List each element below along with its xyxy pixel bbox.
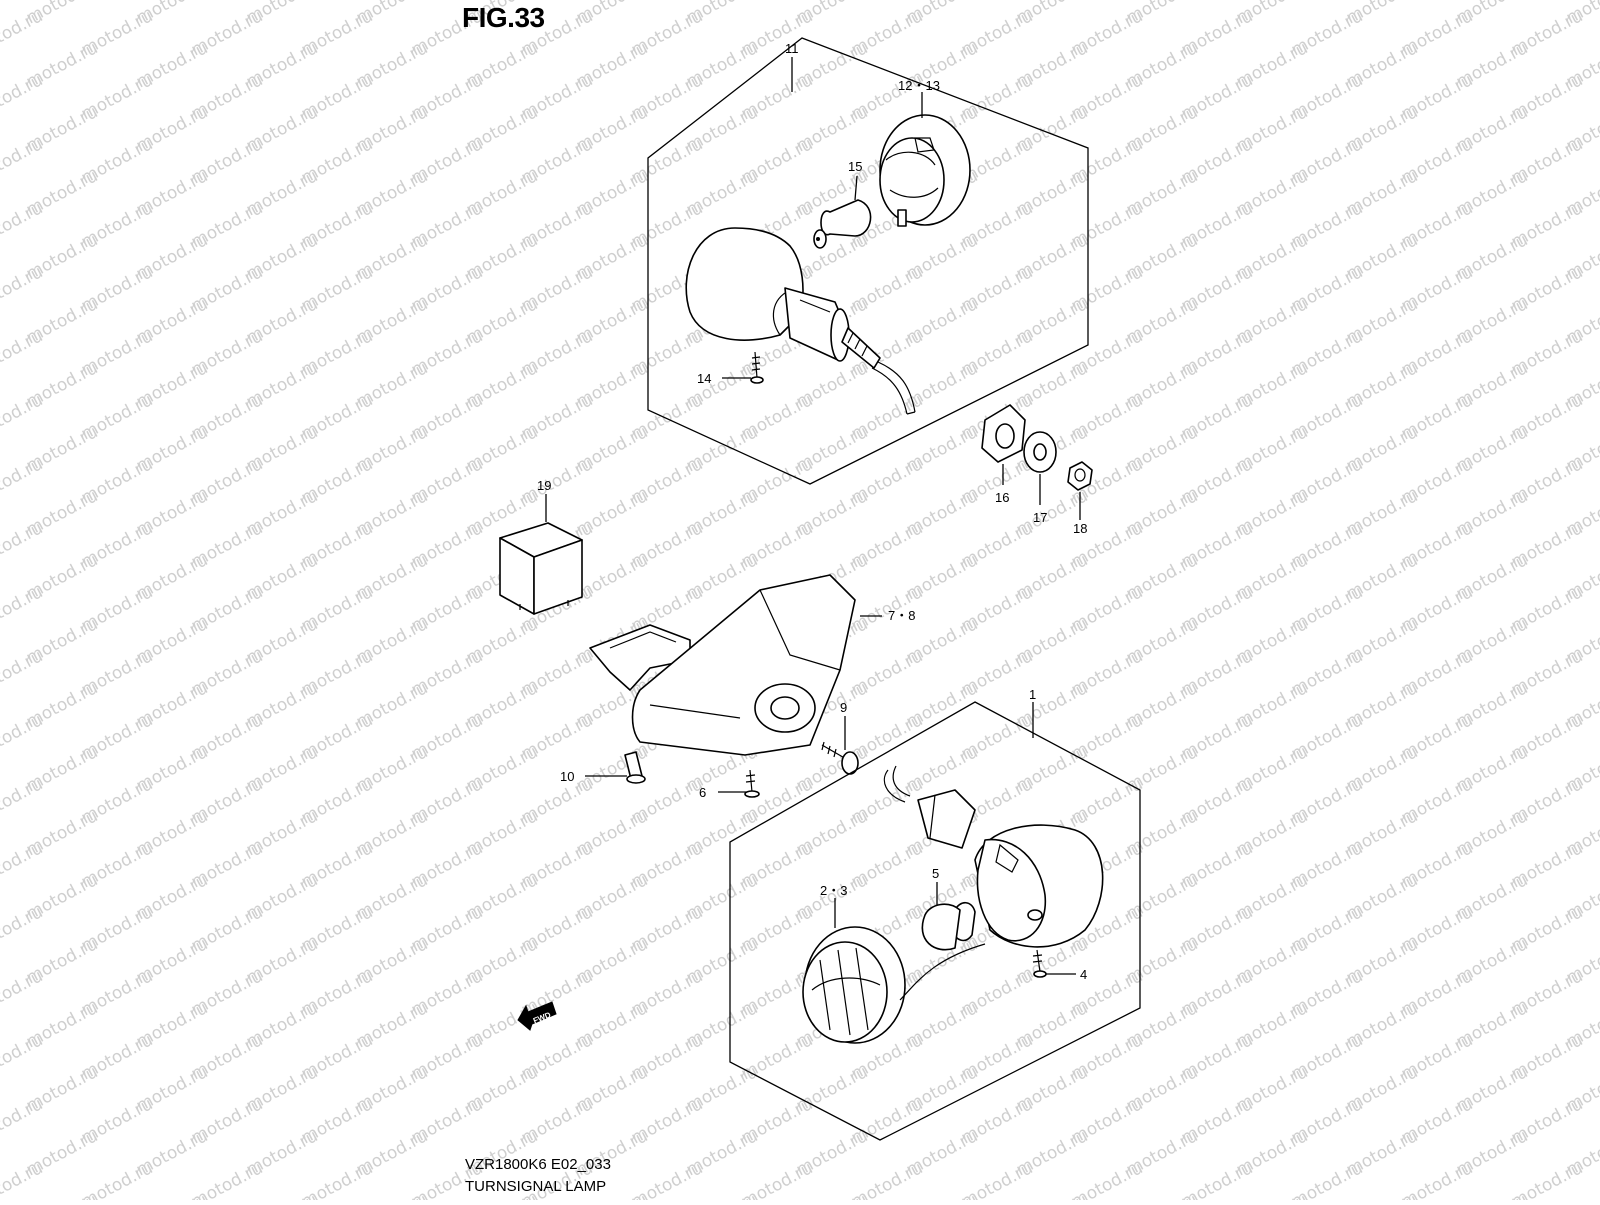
watermark-text: motod.ru [793, 1190, 871, 1200]
lens-upper [879, 114, 971, 227]
callout-6: 6 [699, 785, 706, 800]
watermark-text: motod.ru [1123, 1190, 1201, 1200]
lens-lower [802, 926, 986, 1044]
relay-19 [499, 522, 583, 615]
screw-6 [744, 769, 760, 798]
callout-5: 5 [932, 866, 939, 881]
callout-16: 16 [995, 490, 1009, 505]
watermark-text: motod.ru [0, 70, 46, 124]
callout-labels: 11 12・13 15 14 16 17 18 19 7・8 9 10 6 1 … [537, 41, 1087, 982]
callout-17: 17 [1033, 510, 1047, 525]
callout-19: 19 [537, 478, 551, 493]
assembly-outline-1 [729, 701, 1141, 1141]
watermark-text: motod.ru [0, 774, 46, 828]
leader-lines [545, 57, 1081, 975]
model-code: VZR1800K6 E02_033 [465, 1156, 611, 1173]
screw-14 [750, 351, 764, 384]
callout-4: 4 [1080, 967, 1087, 982]
watermark-text: motod.ru [0, 262, 46, 316]
watermark-text: motod.ru [353, 1190, 431, 1200]
watermark-text: motod.ru [0, 134, 46, 188]
callout-15: 15 [848, 159, 862, 174]
watermark-text: motod.ru [1233, 1190, 1311, 1200]
watermark-text: motod.ru [1453, 1190, 1531, 1200]
watermark-text: motod.ru [0, 326, 46, 380]
mount-hardware [981, 404, 1093, 491]
watermark-text: motod.ru [903, 1190, 981, 1200]
assembly-outline-11 [647, 37, 1089, 485]
watermark-text: motod.ru [1563, 1190, 1600, 1200]
lamp-housing-upper [685, 227, 916, 415]
watermark-text: motod.ru [23, 1190, 101, 1200]
callout-2-3: 2・3 [820, 883, 847, 898]
watermark-text: motod.ru [133, 1190, 211, 1200]
assembly-group-1 [729, 701, 1141, 1141]
watermark-text: motod.ru [0, 838, 46, 892]
watermark-text: motod.ru [1343, 1190, 1421, 1200]
watermark-text: motod.ru [0, 1158, 46, 1200]
watermark-text: motod.ru [0, 966, 46, 1020]
watermark-text: motod.ru [0, 198, 46, 252]
callout-11: 11 [785, 41, 799, 56]
assembly-group-11 [647, 37, 1089, 485]
callout-7-8: 7・8 [888, 608, 915, 623]
bulb-lower [921, 901, 976, 951]
watermark-text: motod.ru [0, 902, 46, 956]
figure-title: FIG.33 [462, 2, 545, 33]
watermark-text: motod.ru [1013, 1190, 1091, 1200]
watermark-text: motod.ru [0, 518, 46, 572]
watermark-text: motod.ru [0, 1094, 46, 1148]
bulb-upper [813, 199, 872, 249]
watermark-text: motod.ru [683, 1190, 761, 1200]
bolt-10 [624, 751, 646, 784]
watermark-text: motod.ru [0, 1030, 46, 1084]
watermark-text: motod.ru [0, 710, 46, 764]
callout-12-13: 12・13 [898, 78, 940, 93]
callout-18: 18 [1073, 521, 1087, 536]
lamp-housing-lower [883, 765, 1104, 948]
callout-1: 1 [1029, 687, 1036, 702]
watermark-text: motod.ru [0, 646, 46, 700]
callout-10: 10 [560, 769, 574, 784]
watermark-text: motod.ru [0, 582, 46, 636]
callout-9: 9 [840, 700, 847, 715]
watermark-text: motod.ru [243, 1190, 321, 1200]
watermark-text: motod.ru [0, 390, 46, 444]
watermark-text: motod.ru [0, 6, 46, 60]
bracket-7-8 [589, 574, 856, 756]
screw-4 [1032, 949, 1047, 978]
diagram-caption: TURNSIGNAL LAMP [465, 1178, 607, 1195]
watermark-text: motod.ru [0, 454, 46, 508]
callout-14: 14 [697, 371, 711, 386]
